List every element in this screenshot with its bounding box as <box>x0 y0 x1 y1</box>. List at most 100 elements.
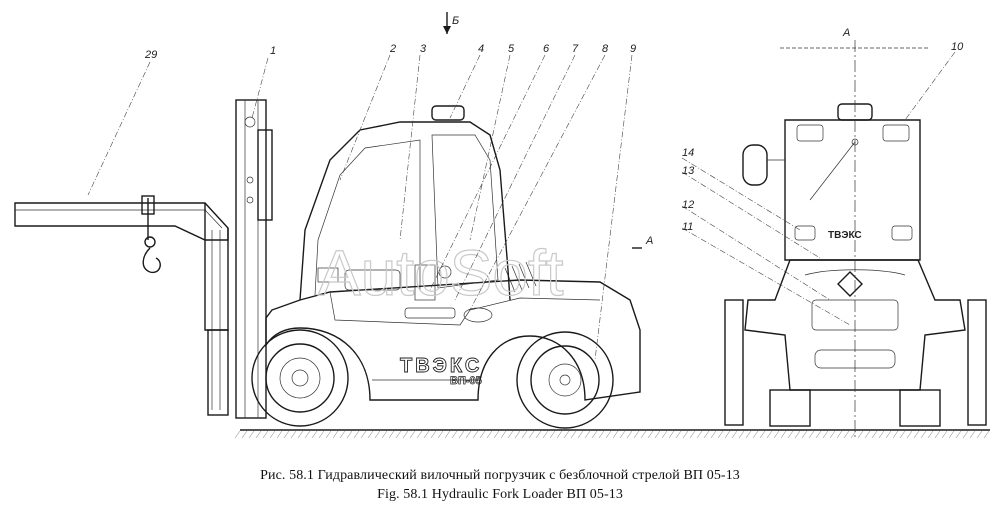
callout-numbers: 29 1 2 3 4 5 6 7 8 9 10 14 13 12 11 <box>144 41 964 233</box>
ground-hatch-mark <box>360 430 367 439</box>
ground-hatch-mark <box>374 430 381 439</box>
ground-hatch-mark <box>864 430 871 439</box>
ground-hatch-mark <box>787 430 794 439</box>
ground-hatch-mark <box>262 430 269 439</box>
ground-hatch-mark <box>269 430 276 439</box>
rear-brand-marking: ТВЭКС <box>828 230 862 241</box>
rear-view-a: ТВЭКС <box>724 40 987 440</box>
ground-hatch-mark <box>451 430 458 439</box>
callout-13: 13 <box>682 165 695 177</box>
callout-1: 1 <box>270 45 276 57</box>
callout-7: 7 <box>572 43 579 55</box>
ground-hatch-mark <box>633 430 640 439</box>
ground-hatch-mark <box>668 430 675 439</box>
ground-hatch-mark <box>836 430 843 439</box>
ground-hatch-mark <box>248 430 255 439</box>
ground-hatch-mark <box>542 430 549 439</box>
ground-hatch-mark <box>766 430 773 439</box>
ground-hatch-mark <box>409 430 416 439</box>
ground-hatch-mark <box>332 430 339 439</box>
ground-hatch-mark <box>514 430 521 439</box>
ground-hatch-mark <box>507 430 514 439</box>
ground-hatch-mark <box>605 430 612 439</box>
ground-hatch-mark <box>283 430 290 439</box>
ground-hatch-mark <box>430 430 437 439</box>
callout-5: 5 <box>508 43 515 55</box>
ground-hatch-mark <box>927 430 934 439</box>
ground-hatch-mark <box>290 430 297 439</box>
ground-hatch-mark <box>241 430 248 439</box>
front-wheel <box>251 329 349 427</box>
ground-hatch-mark <box>598 430 605 439</box>
ground-hatch-mark <box>878 430 885 439</box>
ground-hatch-mark <box>661 430 668 439</box>
ground-hatch-mark <box>843 430 850 439</box>
ground-hatch-mark <box>899 430 906 439</box>
ground-hatch-mark <box>591 430 598 439</box>
callout-leaders <box>87 51 956 361</box>
ground-hatch-mark <box>829 430 836 439</box>
ground-hatch-mark <box>535 430 542 439</box>
ground-hatch-mark <box>402 430 409 439</box>
ground-hatch-mark <box>584 430 591 439</box>
ground-hatch-mark <box>640 430 647 439</box>
ground-hatch-mark <box>437 430 444 439</box>
cab <box>299 105 511 301</box>
rear-wheel <box>516 331 614 429</box>
body-model-marking: ВП-05 <box>450 375 482 387</box>
callout-10: 10 <box>951 41 964 53</box>
ground-hatch-mark <box>339 430 346 439</box>
ground-hatch-mark <box>570 430 577 439</box>
callout-11: 11 <box>682 221 693 233</box>
ground-hatch-mark <box>815 430 822 439</box>
watermark: AutoSoft <box>318 237 564 309</box>
ground-hatch-mark <box>962 430 969 439</box>
ground-hatch-mark <box>941 430 948 439</box>
body-brand-marking: ТВЭКС <box>400 355 482 377</box>
ground-hatch-mark <box>689 430 696 439</box>
ground-hatch-mark <box>577 430 584 439</box>
ground-hatch-mark <box>276 430 283 439</box>
section-a-label: А <box>645 235 653 247</box>
ground-hatch-mark <box>612 430 619 439</box>
ground-hatch-mark <box>703 430 710 439</box>
callout-2: 2 <box>389 43 396 55</box>
ground-hatch-mark <box>857 430 864 439</box>
ground-hatch-mark <box>920 430 927 439</box>
mast <box>235 99 273 419</box>
ground-hatch-mark <box>563 430 570 439</box>
ground-hatch-mark <box>850 430 857 439</box>
view-a-label: А <box>842 27 850 39</box>
ground-hatch-mark <box>906 430 913 439</box>
ground-hatch-mark <box>388 430 395 439</box>
ground-hatch-mark <box>458 430 465 439</box>
ground-hatch-mark <box>675 430 682 439</box>
ground-hatch-mark <box>752 430 759 439</box>
ground-hatch-mark <box>955 430 962 439</box>
callout-9: 9 <box>630 43 636 55</box>
figure-caption-english: Fig. 58.1 Hydraulic Fork Loader ВП 05-13 <box>377 487 623 502</box>
ground-hatch-mark <box>780 430 787 439</box>
ground-hatch-mark <box>717 430 724 439</box>
ground-line <box>234 429 990 439</box>
ground-hatch-mark <box>304 430 311 439</box>
view-markers: Б А А <box>443 12 850 249</box>
ground-hatch-mark <box>724 430 731 439</box>
side-view: ТВЭКС ВП-05 <box>14 99 641 429</box>
loader-body <box>265 261 641 401</box>
ground-hatch-mark <box>626 430 633 439</box>
ground-hatch-mark <box>710 430 717 439</box>
ground-hatch-mark <box>976 430 983 439</box>
ground-hatch-mark <box>255 430 262 439</box>
ground-hatch-mark <box>731 430 738 439</box>
callout-12: 12 <box>682 199 694 211</box>
ground-hatch-mark <box>353 430 360 439</box>
callout-4: 4 <box>478 43 484 55</box>
ground-hatch-mark <box>934 430 941 439</box>
ground-hatch-mark <box>948 430 955 439</box>
ground-hatch-mark <box>381 430 388 439</box>
callout-3: 3 <box>420 43 427 55</box>
ground-hatch-mark <box>444 430 451 439</box>
ground-hatch-mark <box>325 430 332 439</box>
ground-hatch-mark <box>234 430 241 439</box>
